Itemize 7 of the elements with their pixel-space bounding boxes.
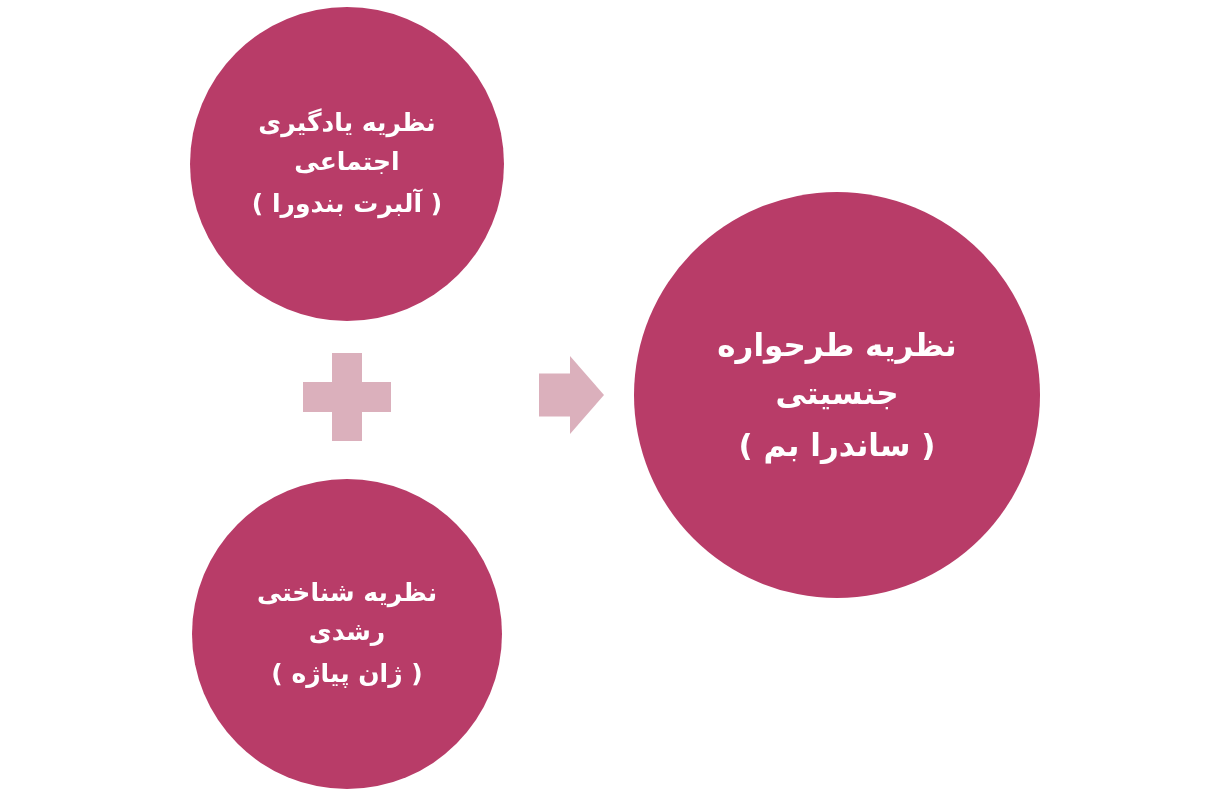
theory-title: نظریه طرحواره جنسیتی xyxy=(716,325,958,413)
theorist-name: ( ژان پیاژه ) xyxy=(270,658,424,691)
theory-title: نظریه شناختی رشدی xyxy=(255,576,439,648)
theorist-name: ( آلبرت بندورا ) xyxy=(250,187,444,221)
theory-title: نظریه یادگیری اجتماعی xyxy=(257,106,437,178)
block-arrow xyxy=(539,356,604,434)
theorist-name: ( ساندرا بم ) xyxy=(737,426,937,466)
